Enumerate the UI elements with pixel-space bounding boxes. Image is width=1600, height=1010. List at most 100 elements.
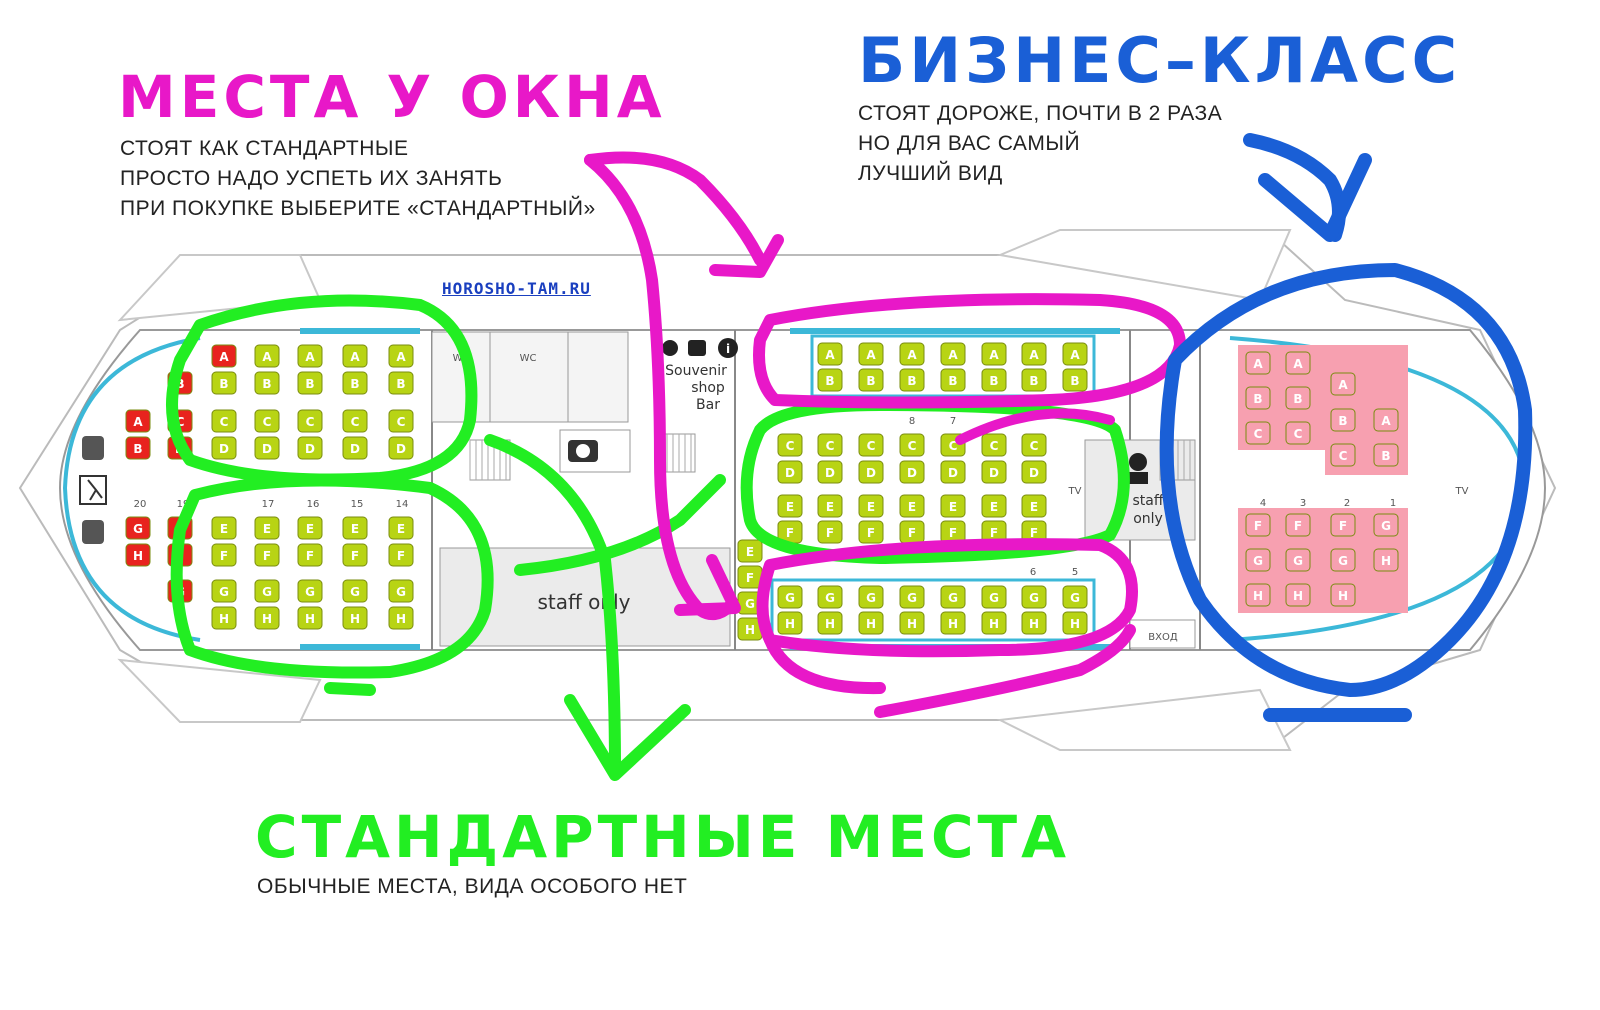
row-number: 8 bbox=[909, 416, 915, 427]
seat-mid-D: D bbox=[940, 460, 966, 484]
business-class-title: БИЗНЕС–КЛАСС bbox=[858, 24, 1462, 97]
seat-letter: H bbox=[219, 612, 229, 626]
seat-cushion bbox=[125, 516, 151, 540]
seat-letter: F bbox=[746, 571, 754, 585]
row-number: 1 bbox=[1390, 498, 1396, 509]
seat-mid-D: D bbox=[899, 460, 925, 484]
nose-window-arc bbox=[62, 336, 201, 642]
seat-cushion bbox=[125, 543, 151, 567]
camera-icon bbox=[568, 440, 598, 462]
seat-letter: E bbox=[351, 522, 359, 536]
seat-letter: E bbox=[263, 522, 271, 536]
seat-letter: F bbox=[908, 526, 916, 540]
seat-letter: B bbox=[219, 377, 228, 391]
seat-letter: G bbox=[948, 591, 958, 605]
seat-left-A: A bbox=[211, 344, 237, 368]
row-number: 2 bbox=[1344, 498, 1350, 509]
vest-shape bbox=[82, 520, 104, 544]
seat-letter: H bbox=[907, 617, 917, 631]
seat-letter: E bbox=[990, 500, 998, 514]
seat-mid-D: D bbox=[981, 460, 1007, 484]
seat-letter: D bbox=[350, 442, 360, 456]
seat-letter: A bbox=[219, 350, 229, 364]
life-vest-icon bbox=[82, 436, 104, 460]
seat-letter: E bbox=[786, 500, 794, 514]
seat-letter: C bbox=[263, 415, 272, 429]
seat-letter: A bbox=[1070, 348, 1080, 362]
seat-mid-C: C bbox=[1021, 433, 1047, 457]
seat-mid-D: D bbox=[817, 460, 843, 484]
seat-left-B: B bbox=[254, 371, 280, 395]
seat-letter: F bbox=[176, 549, 184, 563]
staff-icon bbox=[1128, 453, 1148, 484]
seat-letter: E bbox=[397, 522, 405, 536]
seat-mid-side: F bbox=[737, 565, 763, 589]
seat-letter: H bbox=[745, 623, 755, 637]
seat-letter: B bbox=[1253, 392, 1262, 406]
seat-mid-C: C bbox=[858, 433, 884, 457]
seat-mid-A: A bbox=[899, 342, 925, 366]
seat-letter: G bbox=[175, 585, 185, 599]
business-line-2: НО ДЛЯ ВАС САМЫЙ bbox=[858, 132, 1081, 155]
seat-letter: B bbox=[1070, 374, 1079, 388]
seat-letter: A bbox=[350, 350, 360, 364]
seat-mid-H: H bbox=[858, 611, 884, 635]
business-line-3: ЛУЧШИЙ ВИД bbox=[858, 162, 1003, 185]
seat-letter: F bbox=[949, 526, 957, 540]
tv-label-2: TV bbox=[1455, 486, 1469, 497]
seat-left-D: D bbox=[342, 436, 368, 460]
seat-business: G bbox=[1373, 513, 1399, 537]
seat-letter: H bbox=[1029, 617, 1039, 631]
wing-rear-bottom bbox=[996, 688, 1292, 751]
seat-letter: C bbox=[220, 415, 229, 429]
seat-business: A bbox=[1330, 372, 1356, 396]
seat-mid-G: G bbox=[858, 585, 884, 609]
seat-letter: D bbox=[219, 442, 229, 456]
seat-left-F: F bbox=[342, 543, 368, 567]
seat-left-G: G bbox=[388, 579, 414, 603]
seat-letter: A bbox=[866, 348, 876, 362]
seat-business: G bbox=[1245, 548, 1271, 572]
seat-left-D: D bbox=[388, 436, 414, 460]
seat-mid-D: D bbox=[777, 460, 803, 484]
seat-left-H: H bbox=[342, 606, 368, 630]
staff-label: staff only bbox=[538, 590, 631, 614]
seat-left-G: G bbox=[254, 579, 280, 603]
seat-cushion bbox=[125, 436, 151, 460]
seat-mid-G: G bbox=[777, 585, 803, 609]
seat-letter: H bbox=[825, 617, 835, 631]
seat-letter: E bbox=[220, 522, 228, 536]
seat-mid-H: H bbox=[981, 611, 1007, 635]
seat-letter: D bbox=[262, 442, 272, 456]
seat-letter: C bbox=[908, 439, 917, 453]
seat-letter: B bbox=[133, 442, 142, 456]
seat-letter: F bbox=[306, 549, 314, 563]
seat-mid-A: A bbox=[1021, 342, 1047, 366]
seat-letter: F bbox=[867, 526, 875, 540]
seat-letter: C bbox=[867, 439, 876, 453]
seat-mid-H: H bbox=[899, 611, 925, 635]
seat-left-E: E bbox=[342, 516, 368, 540]
seat-mid-side: H bbox=[737, 617, 763, 641]
seat-mid-F: F bbox=[858, 520, 884, 544]
seat-letter: B bbox=[866, 374, 875, 388]
row-number: 5 bbox=[1072, 567, 1078, 578]
seat-letter: B bbox=[396, 377, 405, 391]
seat-letter: F bbox=[1254, 519, 1262, 533]
window-strip bbox=[300, 328, 420, 334]
seat-nose: B bbox=[125, 436, 151, 460]
seat-letter: B bbox=[907, 374, 916, 388]
seat-left-E: E bbox=[211, 516, 237, 540]
seat-letter: F bbox=[1294, 519, 1302, 533]
seat-mid-E: E bbox=[1021, 494, 1047, 518]
seat-mid-E: E bbox=[777, 494, 803, 518]
seat-left-C: C bbox=[254, 409, 280, 433]
wc-room-2 bbox=[489, 331, 569, 423]
seat-letter: H bbox=[1293, 589, 1303, 603]
seat-letter: H bbox=[305, 612, 315, 626]
seat-letter: F bbox=[826, 526, 834, 540]
seat-letter: G bbox=[1029, 591, 1039, 605]
watermark-link[interactable]: HOROSHO-TAM.RU bbox=[442, 279, 591, 298]
seat-mid-A: A bbox=[817, 342, 843, 366]
seat-letter: C bbox=[1254, 427, 1263, 441]
